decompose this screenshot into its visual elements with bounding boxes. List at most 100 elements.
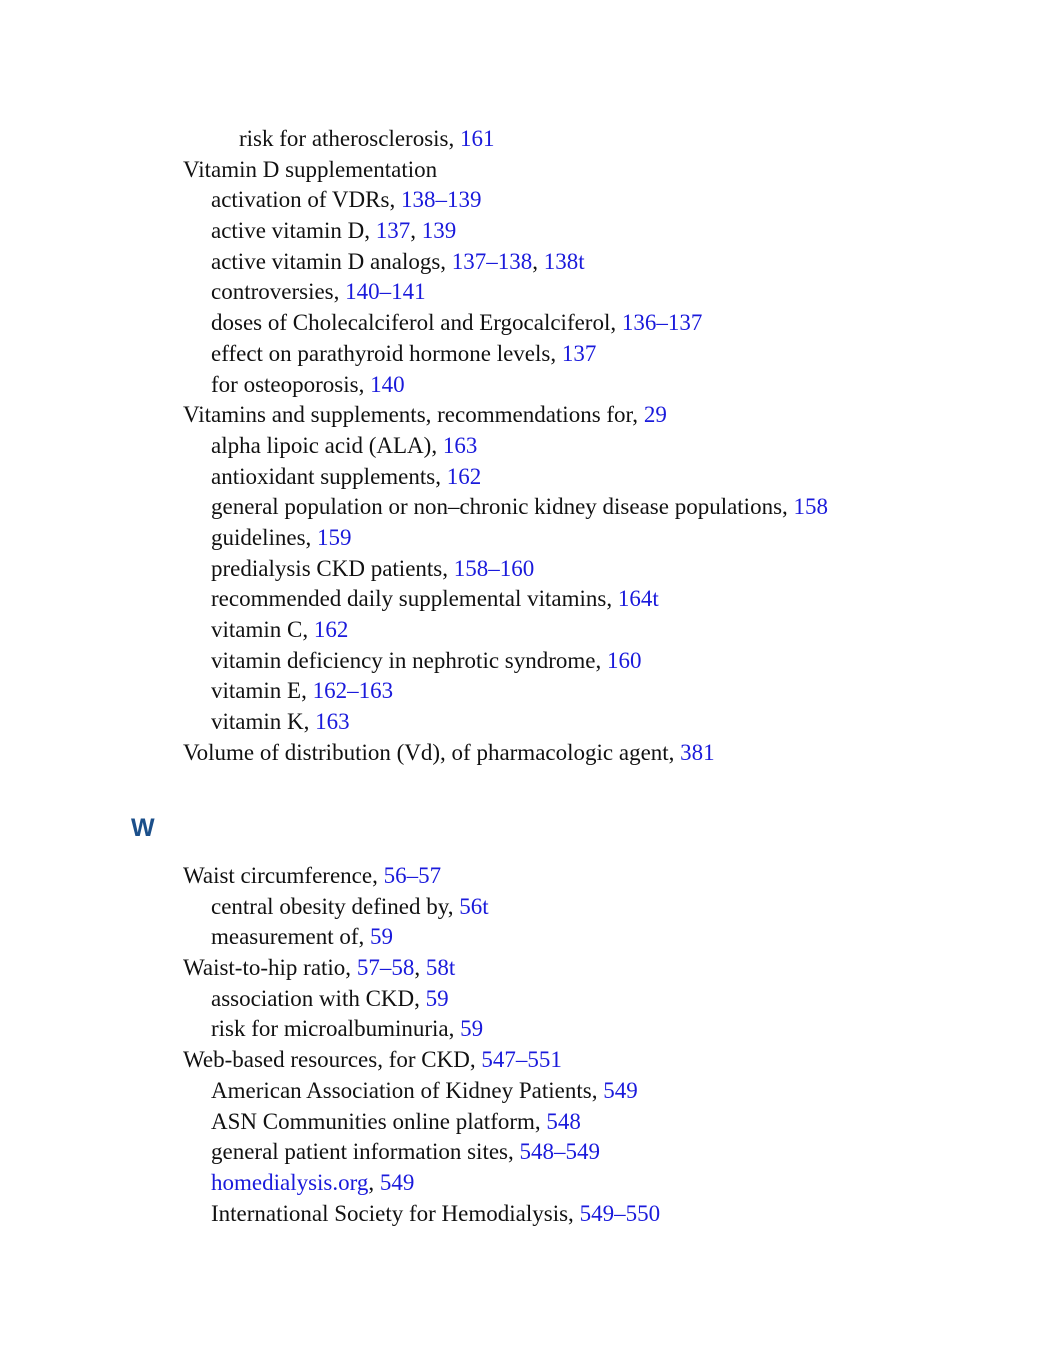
page-ref-link[interactable]: 163 bbox=[442, 432, 478, 458]
index-entry: general population or non–chronic kidney… bbox=[0, 492, 1043, 523]
index-entry: Vitamins and supplements, recommendation… bbox=[0, 400, 1043, 431]
page-ref-link[interactable]: 138t bbox=[543, 248, 585, 274]
entry-term: International Society for Hemodialysis, bbox=[211, 1200, 580, 1226]
page-ref-link[interactable]: 137 bbox=[561, 340, 597, 366]
page-ref-link[interactable]: 160 bbox=[607, 647, 642, 673]
page-ref-link[interactable]: 549 bbox=[379, 1169, 415, 1195]
entry-term: American Association of Kidney Patients, bbox=[211, 1077, 604, 1103]
entry-term: guidelines, bbox=[211, 524, 318, 550]
index-entry: effect on parathyroid hormone levels, 13… bbox=[0, 339, 1043, 370]
page-ref-link[interactable]: 159 bbox=[317, 524, 352, 550]
entry-term: vitamin K, bbox=[211, 709, 316, 735]
page-ref-link[interactable]: 56t bbox=[459, 893, 489, 919]
page-ref-link[interactable]: 137 bbox=[375, 218, 411, 244]
entry-term: controversies, bbox=[211, 279, 346, 305]
entry-term: alpha lipoic acid (ALA), bbox=[211, 432, 443, 458]
page-ref-link[interactable]: 136–137 bbox=[621, 310, 703, 336]
page-ref-link[interactable]: 57–58 bbox=[356, 955, 415, 981]
index-entry: activation of VDRs, 138–139 bbox=[0, 185, 1043, 216]
index-entry: International Society for Hemodialysis, … bbox=[0, 1199, 1043, 1230]
index-entry: for osteoporosis, 140 bbox=[0, 370, 1043, 401]
page-ref-link[interactable]: 59 bbox=[425, 985, 449, 1011]
entry-term: for osteoporosis, bbox=[211, 371, 371, 397]
entry-term: , bbox=[368, 1169, 380, 1195]
page-ref-link[interactable]: 164t bbox=[617, 586, 659, 612]
page-ref-link[interactable]: 162–163 bbox=[312, 678, 394, 704]
page-ref-link[interactable]: 56–57 bbox=[383, 863, 442, 888]
entry-term: Vitamins and supplements, recommendation… bbox=[183, 402, 644, 428]
entry-term: Vitamin D supplementation bbox=[183, 156, 438, 182]
index-entry: homedialysis.org, 549 bbox=[0, 1168, 1043, 1199]
page-ref-link[interactable]: 140–141 bbox=[345, 279, 426, 305]
index-entry: risk for atherosclerosis, 161 bbox=[0, 124, 1043, 155]
index-entry: guidelines, 159 bbox=[0, 523, 1043, 554]
entry-term: general population or non–chronic kidney… bbox=[211, 494, 794, 520]
index-entry: antioxidant supplements, 162 bbox=[0, 462, 1043, 493]
index-entry: Waist circumference, 56–57 bbox=[0, 861, 1043, 892]
index-entry: Vitamin D supplementation bbox=[0, 155, 1043, 186]
page-ref-link[interactable]: 58t bbox=[425, 955, 456, 981]
entry-term: active vitamin D analogs, bbox=[211, 248, 452, 274]
entry-term: Volume of distribution (Vd), of pharmaco… bbox=[183, 739, 681, 765]
index-entry: controversies, 140–141 bbox=[0, 277, 1043, 308]
page-ref-link[interactable]: 162 bbox=[313, 617, 349, 642]
entry-term: risk for atherosclerosis, bbox=[239, 126, 460, 151]
entry-term: Web-based resources, for CKD, bbox=[183, 1047, 482, 1073]
index-entry: doses of Cholecalciferol and Ergocalcife… bbox=[0, 308, 1043, 339]
ref-separator: , bbox=[414, 955, 426, 981]
page-ref-link[interactable]: 139 bbox=[421, 218, 457, 244]
page-ref-link[interactable]: 59 bbox=[460, 1016, 484, 1042]
page-ref-link[interactable]: 29 bbox=[643, 402, 667, 428]
page-ref-link[interactable]: 161 bbox=[460, 126, 495, 151]
page-ref-link[interactable]: 138–139 bbox=[400, 187, 482, 213]
page-ref-link[interactable]: 163 bbox=[315, 709, 350, 735]
entry-term: predialysis CKD patients, bbox=[211, 555, 454, 581]
index-entry: central obesity defined by, 56t bbox=[0, 892, 1043, 923]
page-ref-link[interactable]: 547–551 bbox=[481, 1047, 562, 1073]
ref-separator: , bbox=[532, 248, 544, 274]
page-ref-link[interactable]: 162 bbox=[446, 463, 482, 489]
page-ref-link[interactable]: 158 bbox=[793, 494, 829, 520]
entry-term: Waist circumference, bbox=[183, 863, 384, 888]
entry-term: association with CKD, bbox=[211, 985, 426, 1011]
section-heading-w: W bbox=[131, 814, 155, 842]
index-entry: alpha lipoic acid (ALA), 163 bbox=[0, 431, 1043, 462]
entry-term: activation of VDRs, bbox=[211, 187, 401, 213]
index-entry: vitamin deficiency in nephrotic syndrome… bbox=[0, 646, 1043, 677]
entry-term-link[interactable]: homedialysis.org bbox=[211, 1169, 369, 1195]
ref-separator: , bbox=[410, 218, 422, 244]
page-ref-link[interactable]: 381 bbox=[680, 739, 715, 765]
index-entry: association with CKD, 59 bbox=[0, 984, 1043, 1015]
entry-term: vitamin E, bbox=[211, 678, 313, 704]
index-entry: general patient information sites, 548–5… bbox=[0, 1137, 1043, 1168]
index-entry: vitamin K, 163 bbox=[0, 707, 1043, 738]
page-ref-link[interactable]: 158–160 bbox=[453, 555, 535, 581]
page-ref-link[interactable]: 549 bbox=[603, 1077, 638, 1103]
page-ref-link[interactable]: 140 bbox=[370, 371, 405, 397]
entry-term: vitamin C, bbox=[211, 617, 314, 642]
index-entry: active vitamin D analogs, 137–138, 138t bbox=[0, 247, 1043, 278]
entry-term: ASN Communities online platform, bbox=[211, 1108, 547, 1134]
index-entry: measurement of, 59 bbox=[0, 922, 1043, 953]
page-ref-link[interactable]: 137–138 bbox=[451, 248, 533, 274]
entry-term: antioxidant supplements, bbox=[211, 463, 447, 489]
index-entry: American Association of Kidney Patients,… bbox=[0, 1076, 1043, 1107]
entry-term: active vitamin D, bbox=[211, 218, 376, 244]
entry-term: central obesity defined by, bbox=[211, 893, 460, 919]
entry-term: vitamin deficiency in nephrotic syndrome… bbox=[211, 647, 607, 673]
page-ref-link[interactable]: 548 bbox=[546, 1108, 581, 1134]
page-ref-link[interactable]: 548–549 bbox=[519, 1139, 601, 1165]
page-ref-link[interactable]: 59 bbox=[370, 924, 394, 950]
index-entry: active vitamin D, 137, 139 bbox=[0, 216, 1043, 247]
entry-term: Waist-to-hip ratio, bbox=[183, 955, 357, 981]
entry-term: risk for microalbuminuria, bbox=[211, 1016, 461, 1042]
page-ref-link[interactable]: 549–550 bbox=[579, 1200, 661, 1226]
entry-term: measurement of, bbox=[211, 924, 371, 950]
entry-term: doses of Cholecalciferol and Ergocalcife… bbox=[211, 310, 622, 336]
index-entry: Volume of distribution (Vd), of pharmaco… bbox=[0, 738, 1043, 769]
entry-term: effect on parathyroid hormone levels, bbox=[211, 340, 562, 366]
index-entry: Web-based resources, for CKD, 547–551 bbox=[0, 1045, 1043, 1076]
